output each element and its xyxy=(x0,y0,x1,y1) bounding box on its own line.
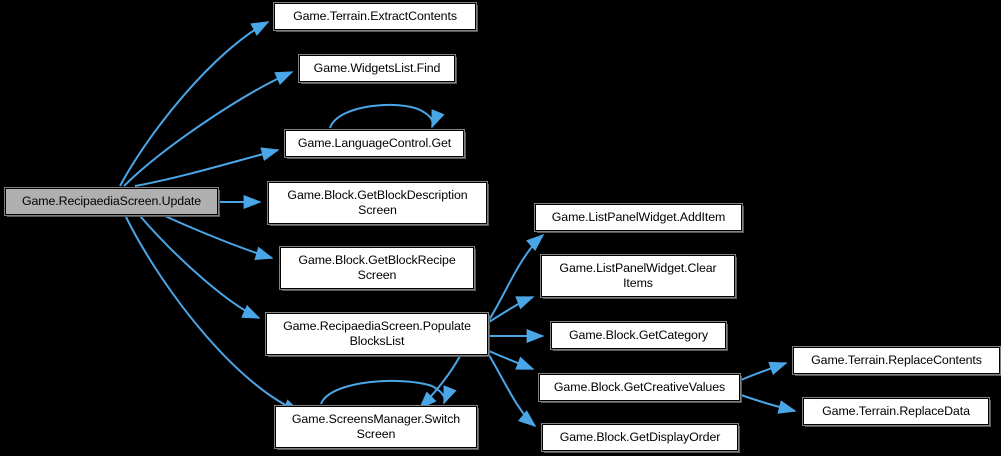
graph-node-label: Game.WidgetsList.Find xyxy=(313,61,441,75)
graph-node-label: Game.Block.GetBlockDescription Screen xyxy=(287,188,468,217)
graph-node-additem[interactable]: Game.ListPanelWidget.AddItem xyxy=(534,203,743,232)
graph-edge-update-to-langget xyxy=(134,147,280,187)
graph-node-find[interactable]: Game.WidgetsList.Find xyxy=(298,54,456,83)
graph-node-blockrecipe[interactable]: Game.Block.GetBlockRecipe Screen xyxy=(279,246,475,290)
graph-node-getdisplayorder[interactable]: Game.Block.GetDisplayOrder xyxy=(541,423,739,452)
graph-node-langget[interactable]: Game.LanguageControl.Get xyxy=(284,129,465,158)
graph-node-label: Game.Terrain.ReplaceData xyxy=(822,404,970,418)
graph-edge-populate-to-additem xyxy=(488,233,545,321)
graph-node-blockdesc[interactable]: Game.Block.GetBlockDescription Screen xyxy=(267,181,488,225)
graph-edge-getcreativevalues-to-replacedata xyxy=(740,394,797,414)
graph-edge-update-to-find xyxy=(123,71,294,187)
graph-node-label: Game.RecipaediaScreen.Populate BlocksLis… xyxy=(283,319,471,348)
graph-node-label: Game.ScreensManager.Switch Screen xyxy=(291,412,461,441)
graph-node-label: Game.Terrain.ReplaceContents xyxy=(811,353,982,367)
graph-node-label: Game.Block.GetBlockRecipe Screen xyxy=(298,253,456,282)
graph-node-label: Game.Block.GetDisplayOrder xyxy=(559,430,721,444)
graph-edge-langget-to-langget-self xyxy=(329,103,445,129)
graph-node-replacedata[interactable]: Game.Terrain.ReplaceData xyxy=(802,397,990,426)
graph-node-label: Game.Terrain.ExtractContents xyxy=(293,9,457,23)
graph-node-label: Game.LanguageControl.Get xyxy=(297,136,452,150)
graph-node-switchscreen[interactable]: Game.ScreensManager.Switch Screen xyxy=(274,405,478,449)
graph-node-populate[interactable]: Game.RecipaediaScreen.Populate BlocksLis… xyxy=(265,312,489,356)
graph-edge-update-to-extract xyxy=(119,21,270,187)
graph-node-label: Game.ListPanelWidget.Clear Items xyxy=(559,261,717,290)
graph-edge-populate-to-getcreativevalues xyxy=(488,350,535,370)
graph-edge-switchscreen-to-switchscreen-self xyxy=(320,379,457,405)
graph-node-update[interactable]: Game.RecipaediaScreen.Update xyxy=(4,187,219,216)
graph-edge-update-to-blockrecipe xyxy=(164,215,274,261)
graph-edge-populate-to-getdisplayorder xyxy=(488,354,537,428)
graph-edge-getcreativevalues-to-replacecontents xyxy=(740,361,788,381)
graph-node-replacecontents[interactable]: Game.Terrain.ReplaceContents xyxy=(792,346,1001,375)
graph-node-getcategory[interactable]: Game.Block.GetCategory xyxy=(550,321,727,350)
graph-node-label: Game.Block.GetCreativeValues xyxy=(553,380,726,394)
graph-node-label: Game.ListPanelWidget.AddItem xyxy=(551,210,726,224)
graph-edge-populate-to-switchscreen xyxy=(418,355,461,410)
graph-edge-update-to-populate xyxy=(139,215,261,319)
graph-node-label: Game.Block.GetCategory xyxy=(569,328,708,342)
graph-node-getcreativevalues[interactable]: Game.Block.GetCreativeValues xyxy=(538,373,741,402)
graph-node-clearitems[interactable]: Game.ListPanelWidget.Clear Items xyxy=(540,254,736,298)
graph-edge-populate-to-clearitems xyxy=(488,296,535,323)
graph-node-label: Game.RecipaediaScreen.Update xyxy=(21,194,202,208)
graph-node-extract[interactable]: Game.Terrain.ExtractContents xyxy=(273,2,477,31)
